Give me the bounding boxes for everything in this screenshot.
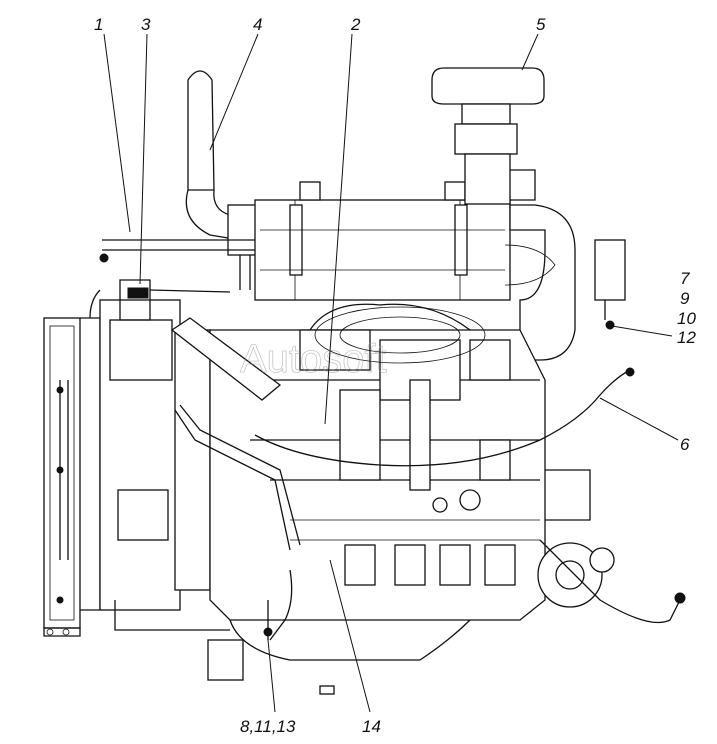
- callout-9: 9: [680, 289, 690, 308]
- callout-4: 4: [253, 15, 262, 34]
- callout-8-11-13: 8,11,13: [240, 717, 296, 736]
- callout-3: 3: [141, 15, 151, 34]
- callout-10: 10: [677, 309, 696, 328]
- callout-5: 5: [536, 15, 546, 34]
- air-cleaner: [254, 181, 511, 301]
- callout-2: 2: [350, 15, 361, 34]
- watermark: Autosoft: [240, 337, 387, 381]
- callout-14: 14: [362, 717, 381, 736]
- exhaust-elbow: [504, 204, 626, 361]
- leader-lines: [103, 33, 679, 713]
- radiator: [43, 279, 211, 637]
- intake-cap: [431, 67, 545, 205]
- intake-pipe: [185, 70, 259, 290]
- callout-6: 6: [680, 435, 690, 454]
- callout-1: 1: [94, 15, 103, 34]
- callout-7: 7: [680, 269, 690, 288]
- bracket-rod: [99, 239, 255, 263]
- exhaust-manifold: [309, 303, 486, 364]
- callout-12: 12: [677, 328, 696, 347]
- hoses: [89, 289, 686, 624]
- engine-block: [114, 329, 615, 661]
- lower-parts: [207, 569, 335, 695]
